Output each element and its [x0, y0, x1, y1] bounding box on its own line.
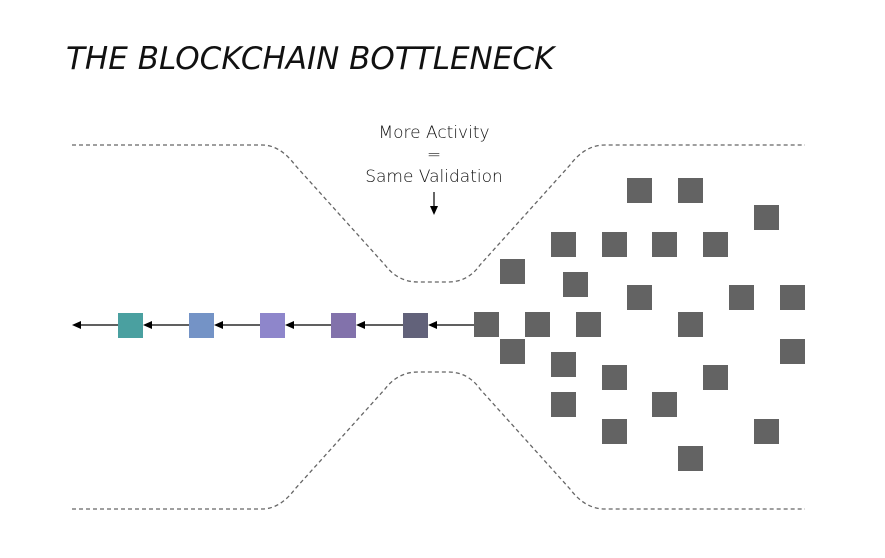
pending-block — [551, 232, 576, 257]
pending-block — [780, 339, 805, 364]
chain-arrow-3 — [285, 321, 331, 329]
pending-block — [576, 312, 601, 337]
pending-block — [678, 446, 703, 471]
chain-block-3 — [260, 313, 285, 338]
chain-arrow-4 — [356, 321, 403, 329]
chain-arrow-1 — [143, 321, 189, 329]
pending-block — [627, 178, 652, 203]
chain-arrow-exit — [72, 321, 118, 329]
pending-block — [652, 392, 677, 417]
annotation-arrow — [430, 192, 438, 215]
pending-block — [500, 339, 525, 364]
chain-arrow-5 — [428, 321, 474, 329]
chain-block-2 — [189, 313, 214, 338]
pending-block — [602, 365, 627, 390]
pending-block — [678, 178, 703, 203]
pending-block — [729, 285, 754, 310]
pending-block — [703, 365, 728, 390]
pending-block — [563, 272, 588, 297]
bottleneck-top-outline — [72, 144, 805, 283]
chain-block-5 — [403, 313, 428, 338]
pending-block — [551, 392, 576, 417]
page-title: THE BLOCKCHAIN BOTTLENECK — [66, 41, 557, 77]
pending-block — [678, 312, 703, 337]
pending-block — [474, 312, 499, 337]
chain-block-4 — [331, 313, 356, 338]
pending-block — [780, 285, 805, 310]
bottleneck-bottom-outline — [72, 371, 805, 510]
annotation-line-1: More Activity — [378, 123, 489, 143]
pending-block — [551, 352, 576, 377]
chain-block-1 — [118, 313, 143, 338]
pending-block — [703, 232, 728, 257]
chain-arrow-2 — [214, 321, 260, 329]
pending-block — [652, 232, 677, 257]
pending-block — [602, 419, 627, 444]
pending-block — [525, 312, 550, 337]
pending-block — [602, 232, 627, 257]
pending-block — [627, 285, 652, 310]
pending-block — [500, 259, 525, 284]
validated-chain — [118, 313, 428, 338]
annotation-line-2: = — [427, 145, 441, 165]
pending-blocks — [474, 178, 805, 471]
pending-block — [754, 419, 779, 444]
pending-block — [754, 205, 779, 230]
chain-arrows — [72, 321, 474, 329]
annotation-line-3: Same Validation — [365, 167, 503, 187]
